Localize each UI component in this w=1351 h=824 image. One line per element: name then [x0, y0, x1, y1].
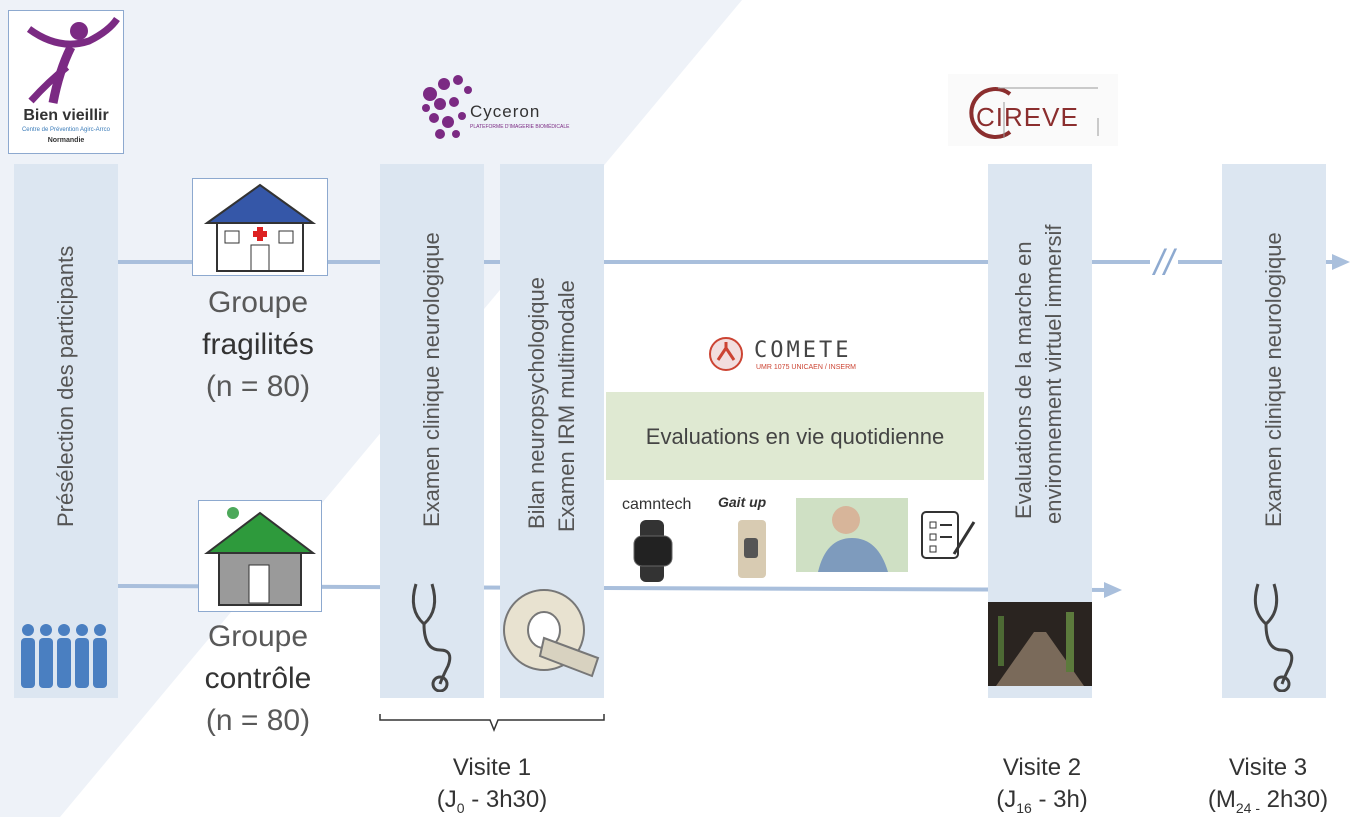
visit1-title: Visite 1: [452, 754, 532, 781]
molecule-icon: [422, 75, 472, 139]
runner-icon: [26, 16, 120, 104]
control-group-label: Groupe contrôle (n = 80): [168, 616, 348, 742]
fragile-line3: (n = 80): [205, 370, 311, 403]
virtual-street-image: [988, 602, 1092, 686]
eval-label-2: environnement virtuel immersif: [1041, 224, 1066, 524]
cyceron-name: Cyceron: [470, 102, 541, 121]
control-line1: Groupe: [207, 620, 309, 653]
visit1-brace: [379, 714, 605, 733]
visit2-label: Visite 2 (J16 - 3h): [942, 752, 1142, 824]
actigraph-watch-icon: [633, 520, 673, 582]
comete-logo: COMETE UMR 1075 UNICAEN / INSERM: [706, 334, 896, 382]
camntech-logo: camntech: [622, 496, 692, 513]
eval-label-1: Evaluations de la marche en: [1011, 241, 1036, 519]
stethoscope-icon: [1253, 583, 1294, 692]
exam1-label: Examen clinique neurologique: [419, 232, 444, 528]
visit2-rest: - 3h): [1031, 786, 1088, 813]
fragile-group-label: Groupe fragilités (n = 80): [168, 282, 348, 408]
visit2-open: (J: [996, 786, 1017, 813]
preselection-column: [14, 164, 118, 698]
cireve-frame-icon: [969, 87, 1099, 139]
people-group-icon: [21, 624, 107, 688]
gait-sensor-icon: [738, 520, 766, 578]
visit1-sub: 0: [456, 799, 465, 816]
cireve-logo: CIREVE: [948, 74, 1118, 146]
visit1-label: Visite 1 (J0 - 3h30): [392, 752, 592, 824]
hospital-icon: [203, 183, 317, 272]
timeline-break-mark: //: [1150, 242, 1179, 284]
control-line2: contrôle: [204, 662, 312, 695]
gaitup-logo: Gait up: [718, 494, 767, 510]
bien-vieillir-subtitle: Centre de Prévention Agirc-Arrco: [21, 127, 111, 133]
questionnaire-icon: [921, 511, 976, 559]
bien-vieillir-title: Bien vieillir: [23, 107, 109, 124]
bien-vieillir-region: Normandie: [47, 137, 85, 144]
visit3-sub: 24 -: [1235, 799, 1261, 816]
visit3-label: Visite 3 (M24 - 2h30): [1168, 752, 1351, 824]
cireve-name: CIREVE: [976, 102, 1079, 132]
visit1-rest: - 3h30): [464, 786, 548, 813]
control-line3: (n = 80): [205, 704, 311, 737]
fragile-line2: fragilités: [202, 328, 314, 361]
bilan-label-1: Bilan neuropsychologique: [524, 277, 549, 529]
house-icon: [204, 507, 316, 606]
daily-eval-label: Evaluations en vie quotidienne: [645, 424, 945, 449]
bilan-label-2: Examen IRM multimodale: [554, 280, 579, 532]
lower-arrow-head: [1104, 582, 1122, 598]
preselection-label: Présélection des participants: [53, 245, 78, 527]
cyceron-subtitle: PLATEFORME D'IMAGERIE BIOMÉDICALE: [470, 124, 570, 130]
visit3-rest: 2h30): [1260, 786, 1329, 813]
house-image: [198, 500, 322, 612]
fragile-line1: Groupe: [207, 286, 309, 319]
brain-runner-icon: [709, 337, 743, 371]
cyceron-logo: Cyceron PLATEFORME D'IMAGERIE BIOMÉDICAL…: [418, 72, 570, 142]
exam3-label: Examen clinique neurologique: [1261, 232, 1286, 528]
visit3-open: (M: [1207, 786, 1236, 813]
visit1-open: (J: [436, 786, 457, 813]
bien-vieillir-logo: Bien vieillir Centre de Prévention Agirc…: [8, 10, 124, 154]
comete-subtitle: UMR 1075 UNICAEN / INSERM: [756, 364, 856, 371]
stethoscope-icon: [411, 583, 452, 692]
mri-scanner-icon: [503, 589, 600, 678]
visit1-detail: (J0 - 3h30): [392, 784, 592, 824]
daily-eval-box: [606, 392, 984, 480]
elderly-man-photo: [796, 498, 908, 572]
upper-arrow-head: [1332, 254, 1350, 270]
visit3-title: Visite 3: [1228, 754, 1308, 781]
visit2-title: Visite 2: [1002, 754, 1082, 781]
visit2-detail: (J16 - 3h): [942, 784, 1142, 824]
comete-name: COMETE: [754, 338, 852, 363]
visit2-sub: 16: [1016, 799, 1032, 816]
visit3-detail: (M24 - 2h30): [1168, 784, 1351, 824]
hospital-image: [192, 178, 328, 276]
